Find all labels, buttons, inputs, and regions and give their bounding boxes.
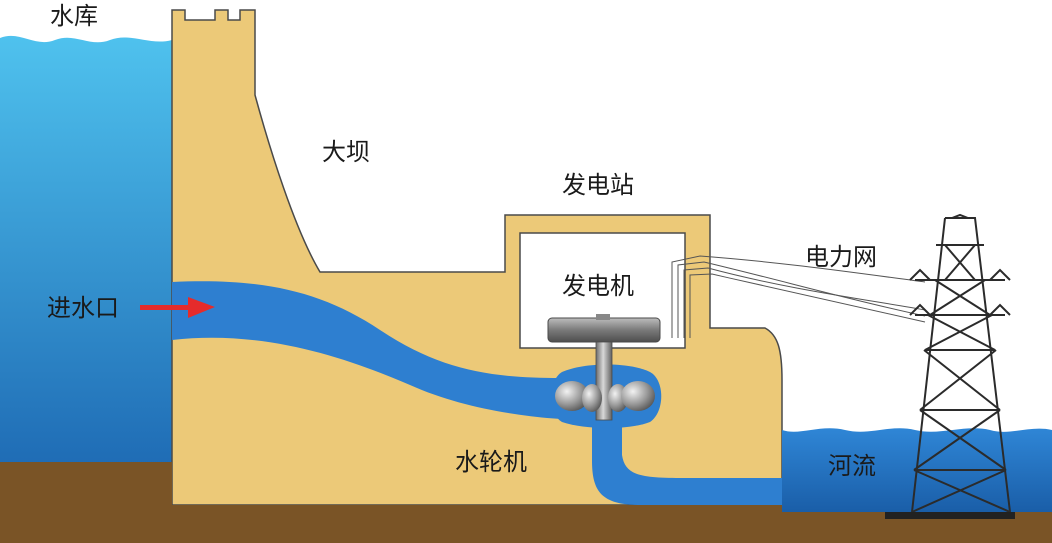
transmission-tower bbox=[909, 213, 1011, 513]
turbine-label: 水轮机 bbox=[455, 448, 527, 476]
generator-rotor bbox=[547, 317, 661, 343]
generator-hub bbox=[596, 314, 610, 320]
turbine-runner-left bbox=[555, 381, 589, 411]
power-station-label: 发电站 bbox=[562, 171, 634, 199]
turbine-runner-center-left bbox=[582, 384, 602, 412]
intake-arrow bbox=[140, 297, 215, 318]
dam-body bbox=[171, 9, 783, 506]
river-label: 河流 bbox=[828, 452, 876, 480]
dam-label: 大坝 bbox=[322, 138, 370, 166]
turbine-runner-right bbox=[621, 381, 655, 411]
tailrace bbox=[592, 410, 782, 505]
reservoir-water bbox=[0, 35, 172, 465]
tower-base bbox=[885, 512, 1015, 519]
reservoir-label: 水库 bbox=[50, 2, 98, 30]
power-lines bbox=[671, 255, 926, 338]
intake-label: 进水口 bbox=[47, 294, 119, 322]
penstock bbox=[172, 281, 590, 420]
ground bbox=[0, 462, 1052, 543]
power-grid-label: 电力网 bbox=[805, 243, 877, 271]
generator-label: 发电机 bbox=[562, 272, 634, 300]
